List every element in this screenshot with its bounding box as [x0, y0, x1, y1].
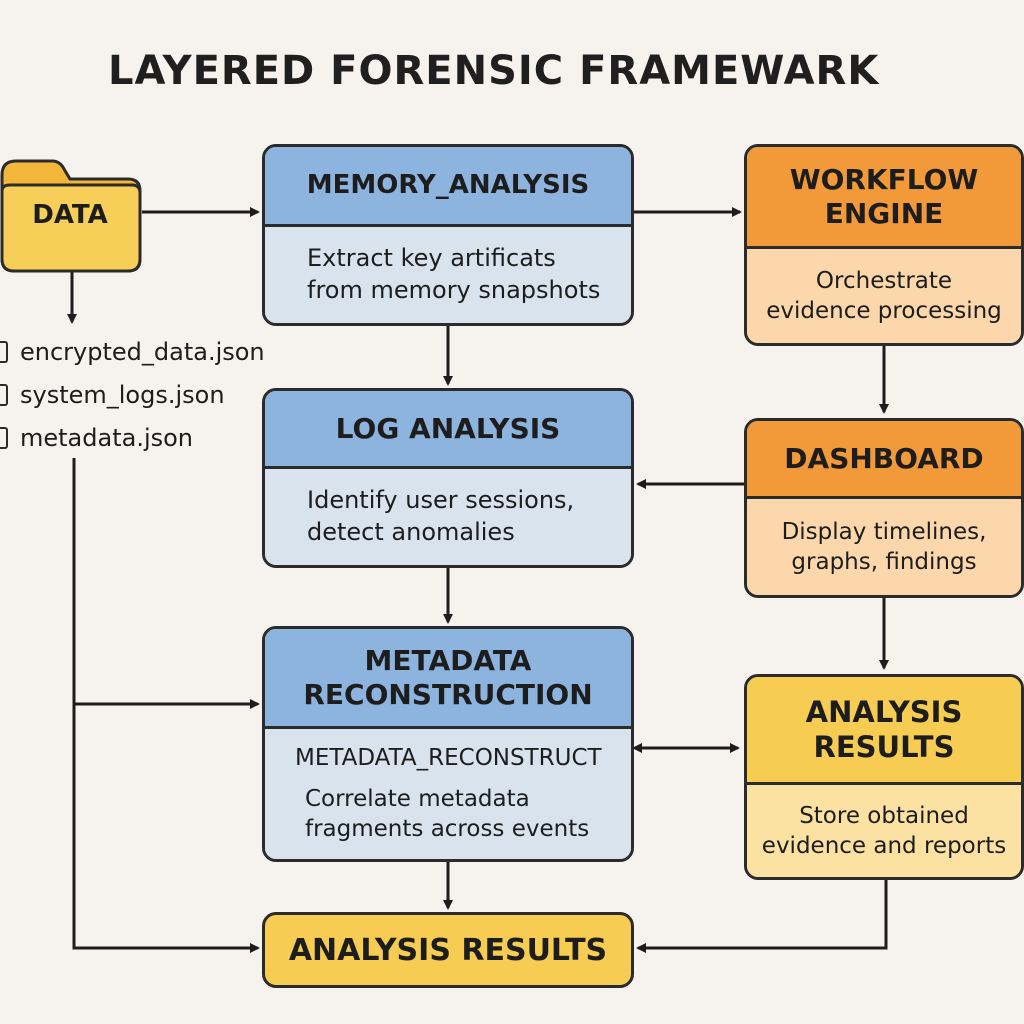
- analysis-results-right-header: ANALYSIS RESULTS: [747, 677, 1021, 785]
- log-analysis-box[interactable]: LOG ANALYSIS Identify user sessions, det…: [262, 388, 634, 568]
- metadata-reconstruction-header: METADATA RECONSTRUCTION: [265, 629, 631, 729]
- analysis-results-bottom-box[interactable]: ANALYSIS RESULTS: [262, 912, 634, 988]
- dashboard-description: Display timelines, graphs, findings: [747, 499, 1021, 595]
- workflow-engine-description: Orchestrate evidence processing: [747, 249, 1021, 343]
- document-icon: [0, 340, 8, 363]
- file-name: encrypted_data.json: [20, 337, 265, 366]
- metadata-subheader: METADATA_RECONSTRUCT: [295, 745, 602, 772]
- description-line: evidence and reports: [761, 833, 1007, 859]
- dashboard-header: DASHBOARD: [747, 421, 1021, 499]
- data-file-list: encrypted_data.json system_logs.json met…: [0, 330, 265, 459]
- description-line: Orchestrate: [815, 267, 953, 294]
- description-line: Extract key artificats: [307, 244, 556, 273]
- description-line: from memory snapshots: [307, 276, 601, 304]
- analysis-results-right-description: Store obtained evidence and reports: [747, 785, 1021, 877]
- file-item[interactable]: metadata.json: [0, 416, 265, 459]
- description-line: Display timelines,: [781, 518, 987, 545]
- description-line: evidence processing: [766, 298, 1002, 324]
- description-line: Store obtained: [799, 802, 969, 829]
- diagram-title: LAYERED FORENSIC FRAMEWARK: [108, 48, 880, 94]
- file-item[interactable]: system_logs.json: [0, 373, 265, 416]
- file-name: system_logs.json: [20, 380, 225, 409]
- memory-analysis-header: MEMORY_ANALYSIS: [265, 147, 631, 227]
- description-line: fragments across events: [305, 816, 590, 843]
- document-icon: [0, 426, 8, 449]
- description-line: graphs, findings: [791, 549, 977, 575]
- workflow-engine-header: WORKFLOW ENGINE: [747, 147, 1021, 249]
- metadata-reconstruction-description: METADATA_RECONSTRUCT Correlate metadata …: [265, 729, 631, 859]
- file-name: metadata.json: [20, 423, 194, 452]
- log-analysis-header: LOG ANALYSIS: [265, 391, 631, 469]
- line-results-to-bottom: [636, 880, 888, 953]
- memory-analysis-box[interactable]: MEMORY_ANALYSIS Extract key artificats f…: [262, 144, 634, 326]
- file-item[interactable]: encrypted_data.json: [0, 330, 265, 373]
- analysis-results-label: ANALYSIS RESULTS: [288, 932, 608, 968]
- dashboard-box[interactable]: DASHBOARD Display timelines, graphs, fin…: [744, 418, 1024, 598]
- description-line: detect anomalies: [307, 518, 515, 546]
- document-icon: [0, 383, 8, 406]
- data-label: DATA: [32, 200, 108, 230]
- workflow-engine-box[interactable]: WORKFLOW ENGINE Orchestrate evidence pro…: [744, 144, 1024, 346]
- folder-icon: [0, 159, 142, 273]
- description-line: Correlate metadata: [305, 785, 530, 812]
- description-line: Identify user sessions,: [307, 486, 575, 515]
- memory-analysis-description: Extract key artificats from memory snaps…: [265, 227, 631, 323]
- analysis-results-right-box[interactable]: ANALYSIS RESULTS Store obtained evidence…: [744, 674, 1024, 880]
- log-analysis-description: Identify user sessions, detect anomalies: [265, 469, 631, 565]
- metadata-reconstruction-box[interactable]: METADATA RECONSTRUCTION METADATA_RECONST…: [262, 626, 634, 862]
- line-files-down: [72, 458, 260, 953]
